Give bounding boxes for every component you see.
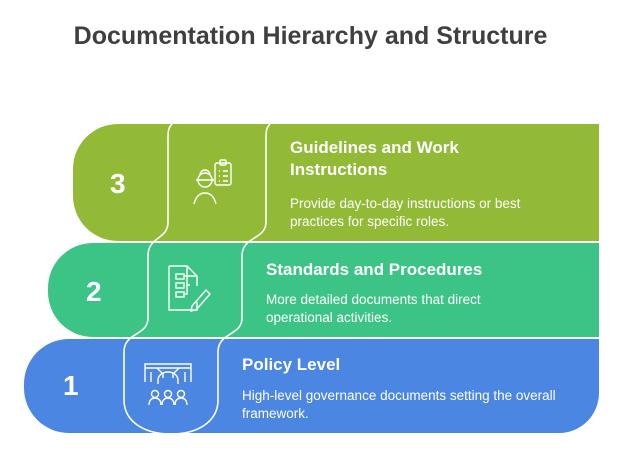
level-1-number: 1 [63,370,79,401]
worker-checklist-icon [193,159,232,205]
governance-structure-icon [144,363,192,406]
page-title: Documentation Hierarchy and Structure [73,22,548,50]
level-3-band [73,124,599,241]
level-1-band [24,339,599,433]
level-2-band [48,243,599,337]
level-3-description: Provide day-to-day instructions or best … [290,196,521,229]
level-2-heading: Standards and Procedures [266,260,483,279]
level-2-description: More detailed documents that direct oper… [266,292,481,325]
level-1-description: High-level governance documents setting … [242,388,556,421]
level-3-heading: Guidelines and Work Instructions [290,138,459,179]
level-2-number: 2 [86,276,102,307]
level-3-number: 3 [110,168,126,199]
document-flowchart-pencil-icon [168,265,211,312]
level-1-heading: Policy Level [242,355,341,374]
